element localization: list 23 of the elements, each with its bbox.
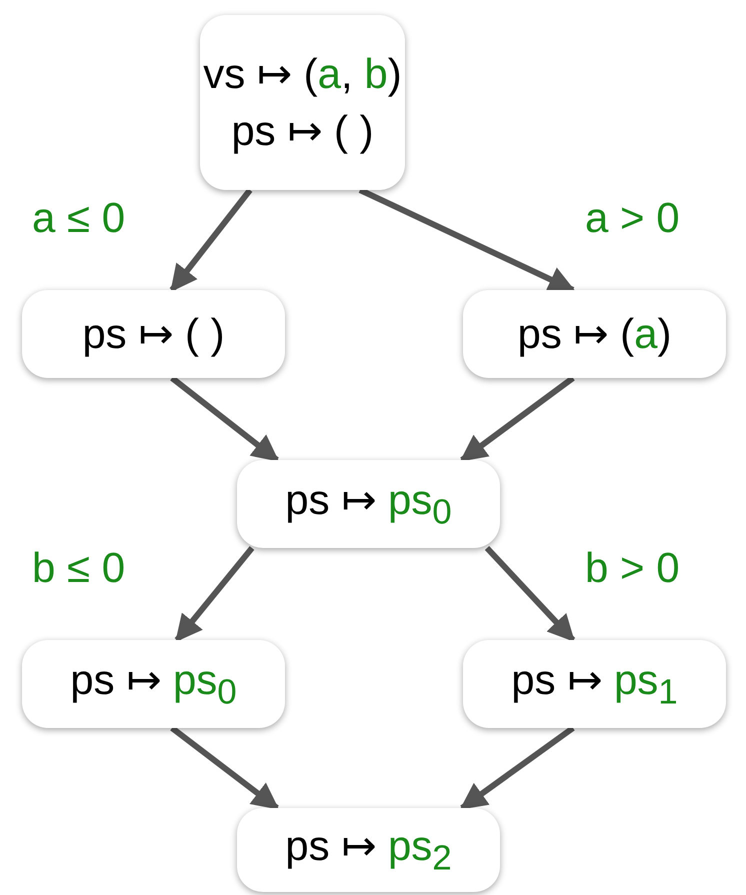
state-box (22, 290, 285, 378)
state-box (463, 640, 726, 728)
arrow (460, 376, 575, 462)
state-text: ps ↦ ps$_{1}$ (511, 655, 678, 714)
state-box (237, 808, 500, 892)
state-text: ps ↦ ( ) (231, 106, 374, 156)
state-text: ps ↦ (a) (517, 308, 672, 359)
state-box (237, 460, 500, 548)
state-text: ps ↦ ps$_{2}$ (285, 821, 452, 880)
state-box (22, 640, 285, 728)
state-text: ps ↦ ps$_{0}$ (285, 475, 452, 534)
state-box (200, 15, 405, 190)
arrow (170, 726, 280, 810)
arrow (170, 188, 252, 292)
state-text: ps ↦ ( ) (82, 308, 225, 359)
state-text: vs ↦ (a, b) (203, 48, 402, 99)
arrow (358, 187, 576, 293)
arrow (174, 546, 254, 642)
state-text: ps ↦ ps$_{0}$ (70, 655, 237, 714)
arrow (170, 376, 280, 462)
state-box (463, 290, 726, 378)
arrow (484, 546, 576, 642)
arrow (460, 726, 575, 810)
